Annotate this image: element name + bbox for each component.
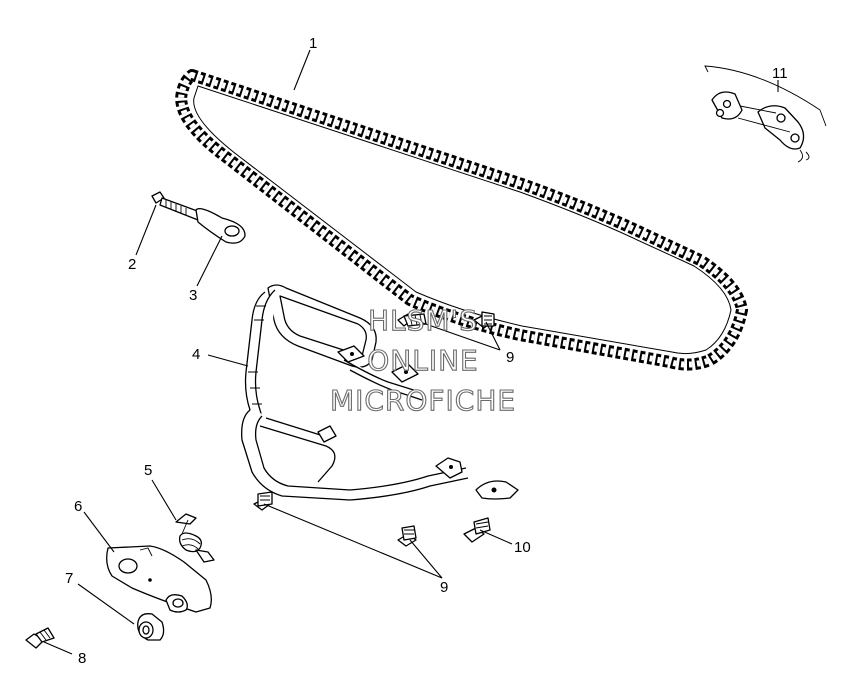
callout-10: 10 — [514, 539, 531, 556]
callout-2: 2 — [128, 256, 136, 273]
callout-5: 5 — [144, 462, 152, 479]
adjuster-bolt-icon — [151, 191, 201, 221]
callout-3: 3 — [189, 287, 197, 304]
chain-adjuster-eye-icon — [195, 207, 246, 244]
flange-bolt-icon — [397, 313, 427, 327]
callout-1: 1 — [309, 35, 317, 52]
callout-7: 7 — [65, 570, 73, 587]
callout-labels: 1 2 3 4 5 6 7 8 9 9 10 11 — [65, 35, 788, 667]
tensioner-arm-icon — [106, 545, 212, 613]
master-link-icon — [704, 65, 827, 163]
callout-11: 11 — [772, 65, 788, 82]
watermark-line-1: HLSM'S — [368, 304, 478, 337]
watermark-line-2: ONLINE — [367, 344, 478, 377]
chain-guard-frame-icon — [241, 284, 519, 501]
callout-4: 4 — [192, 346, 200, 363]
drive-chain-icon — [175, 69, 748, 371]
pivot-bolt-icon — [25, 627, 55, 649]
flange-bolt-icon — [397, 525, 417, 547]
callout-9-upper: 9 — [506, 349, 514, 366]
callout-8: 8 — [78, 650, 86, 667]
flange-bolt-icon — [473, 311, 495, 329]
leader-lines — [43, 49, 779, 655]
callout-6: 6 — [74, 498, 82, 515]
flange-bolt-icon — [253, 491, 273, 511]
flange-bolt-icon — [463, 517, 491, 543]
roller-icon — [137, 613, 165, 641]
watermark-line-3: MICROFICHE — [330, 384, 516, 417]
watermark: HLSM'S ONLINE MICROFICHE — [329, 303, 516, 417]
tensioner-spring-icon — [175, 513, 215, 563]
callout-9-lower: 9 — [440, 579, 448, 596]
